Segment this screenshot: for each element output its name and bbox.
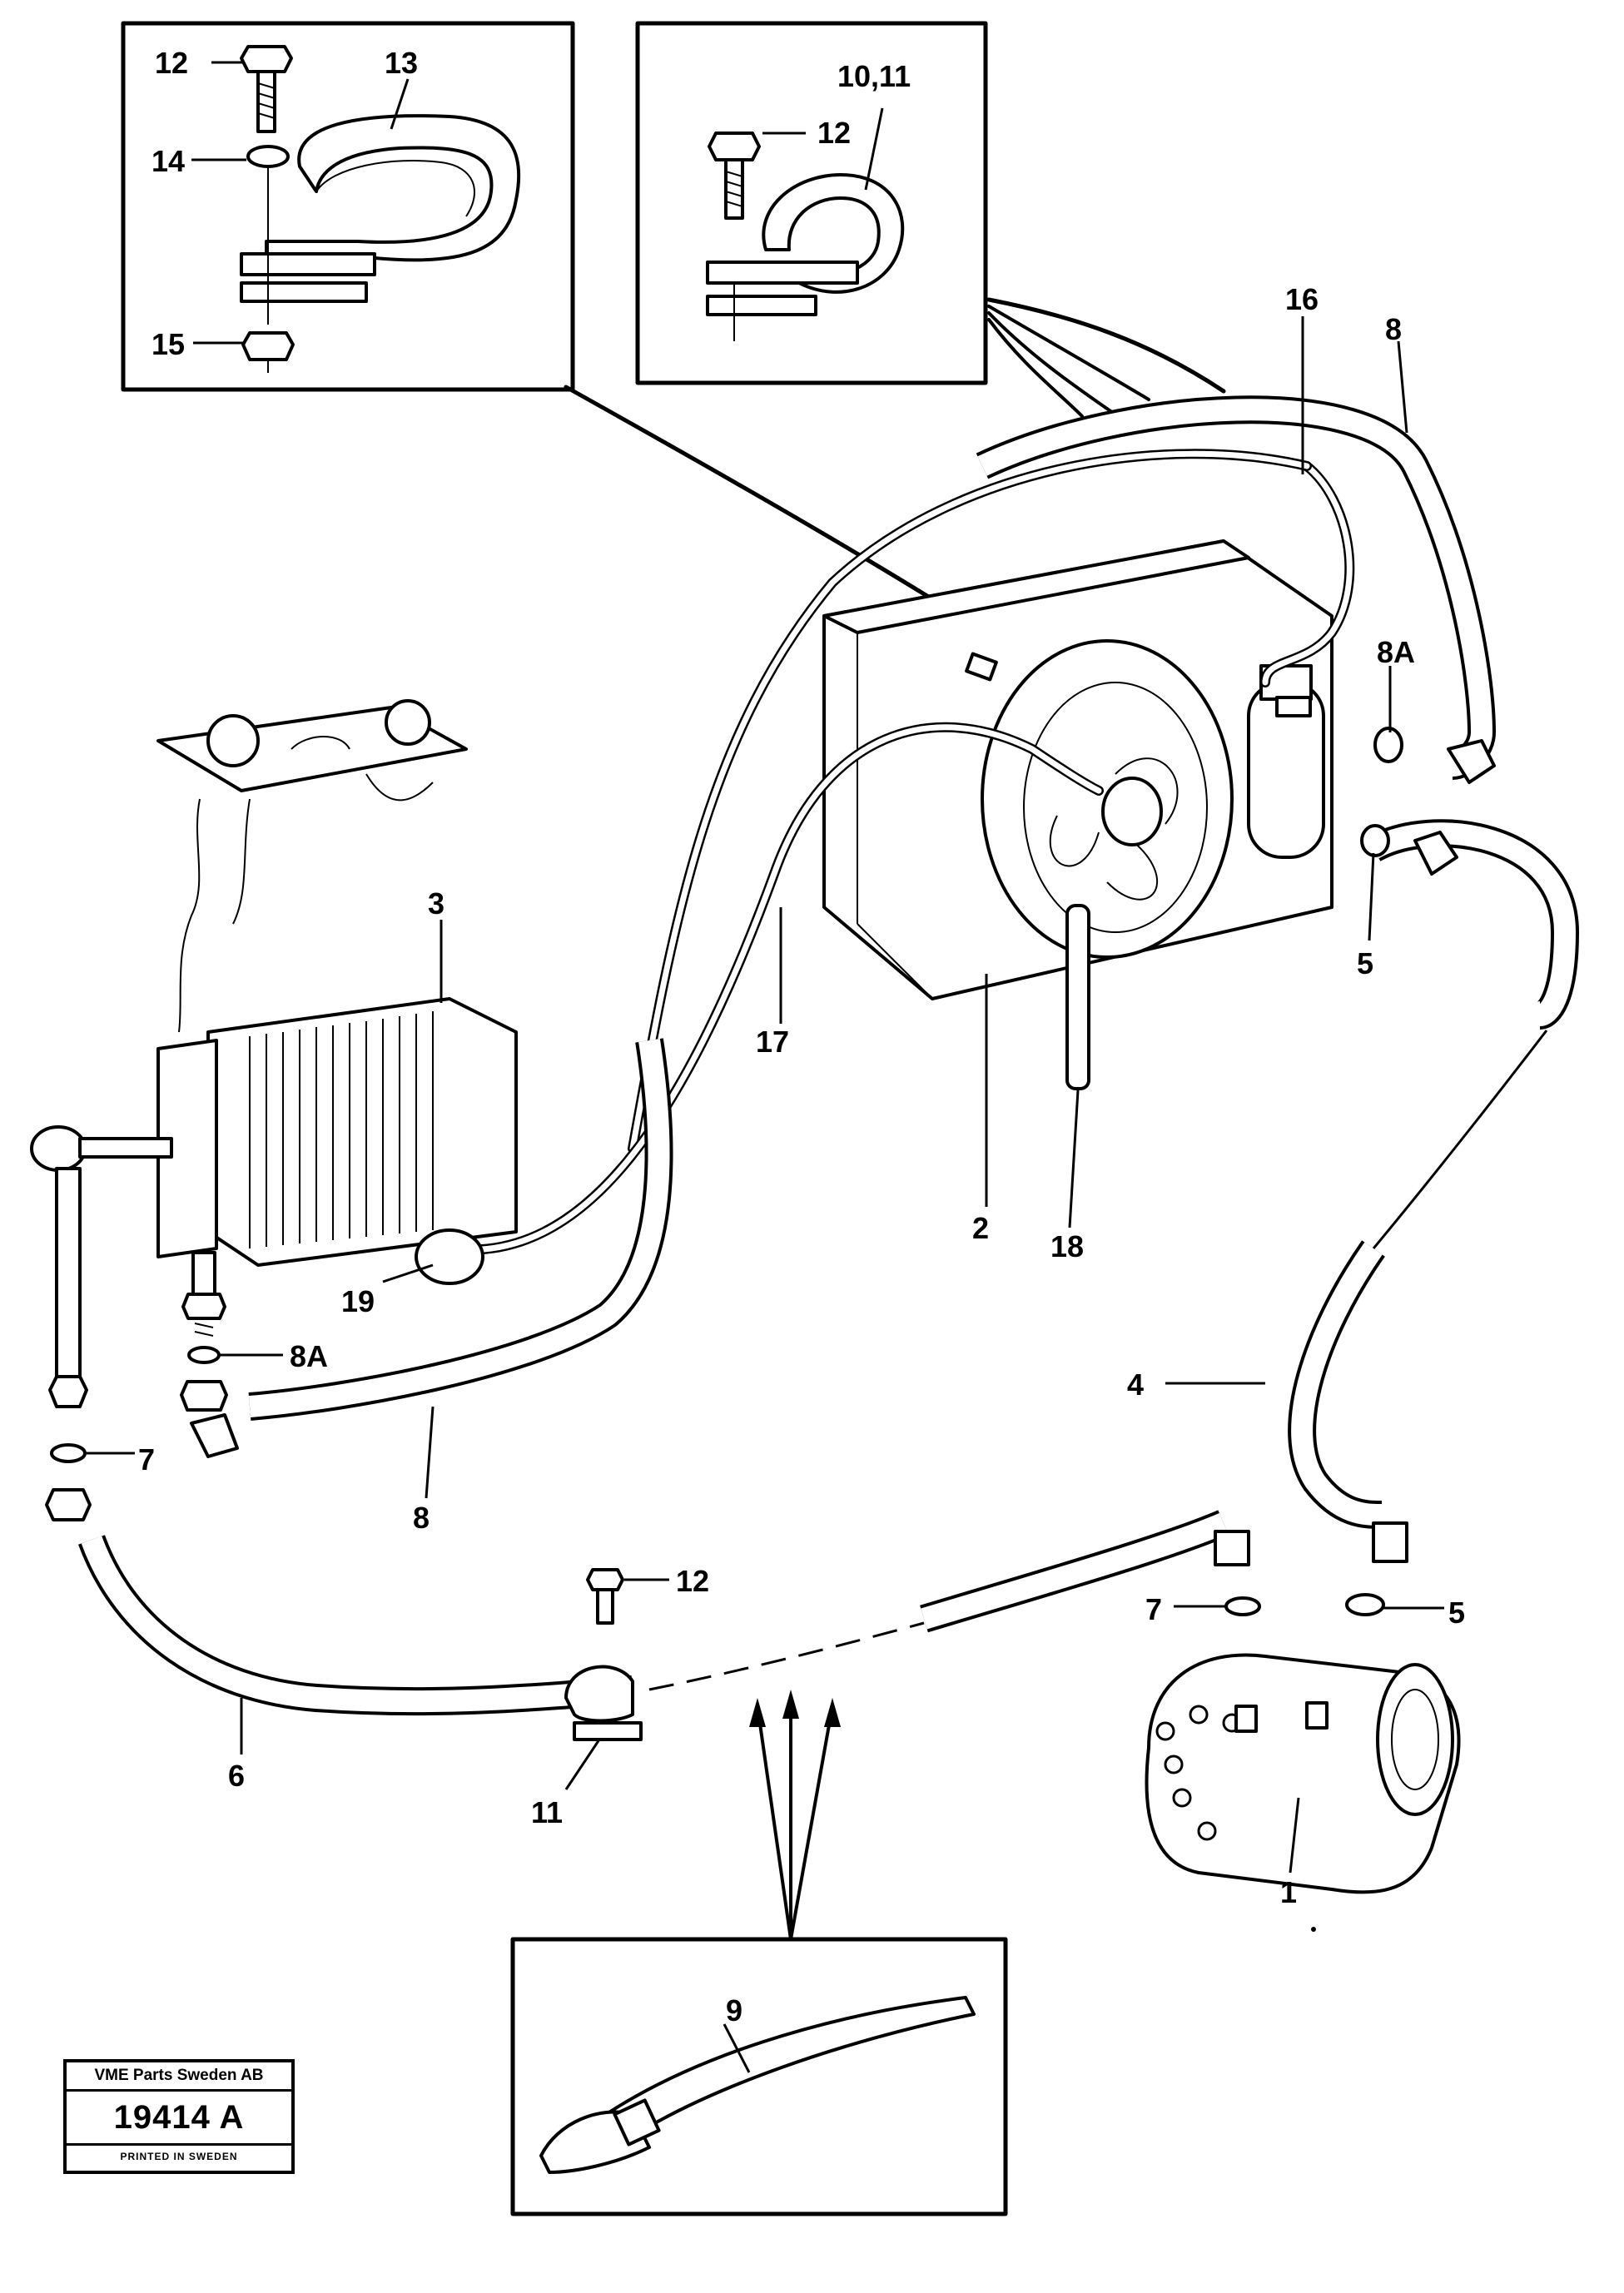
callout-5: 5 — [1448, 1596, 1465, 1630]
control-panel — [156, 699, 468, 1033]
callout-9: 9 — [726, 1993, 742, 2027]
callout-8: 8 — [1385, 312, 1402, 346]
callout-12: 12 — [676, 1564, 709, 1598]
o-ring-8a-top — [1373, 727, 1403, 763]
bracket-clamp-11 — [564, 1568, 643, 1741]
stamp-printed: PRINTED IN SWEDEN — [120, 2151, 238, 2162]
callout-6: 6 — [228, 1759, 245, 1793]
callout-2: 2 — [972, 1211, 989, 1245]
stamp-company: VME Parts Sweden AB — [67, 2062, 291, 2092]
callout-8a: 8A — [290, 1339, 328, 1373]
stamp-number: 19414 A — [67, 2092, 291, 2146]
callout-11: 11 — [531, 1795, 563, 1829]
callout-1: 1 — [1280, 1875, 1297, 1909]
reference-stamp: VME Parts Sweden AB 19414 A PRINTED IN S… — [63, 2059, 295, 2174]
callout-17: 17 — [756, 1025, 789, 1059]
callout-13: 13 — [385, 46, 418, 80]
callout-4: 4 — [1127, 1367, 1144, 1402]
callout-7: 7 — [138, 1442, 155, 1477]
inset-strap-9 — [510, 1937, 1008, 2216]
inset-clamp-10-11 — [635, 21, 988, 385]
callout-19: 19 — [341, 1284, 375, 1318]
condenser-fan-unit — [822, 539, 1333, 1090]
callout-10-11: 10,11 — [837, 59, 911, 93]
callout-8: 8 — [413, 1501, 430, 1535]
callout-18: 18 — [1050, 1229, 1084, 1263]
inset-clamp-13 — [121, 21, 575, 392]
callout-14: 14 — [151, 144, 185, 178]
callout-8a: 8A — [1377, 635, 1415, 669]
callout-12: 12 — [817, 116, 851, 150]
callout-12: 12 — [155, 46, 188, 80]
callout-15: 15 — [151, 327, 185, 361]
callout-5: 5 — [1357, 946, 1373, 980]
callout-7: 7 — [1145, 1592, 1162, 1626]
callout-16: 16 — [1285, 282, 1319, 316]
evaporator-core — [30, 997, 518, 1412]
hose-clamp-19 — [415, 1228, 484, 1285]
o-ring-5-top — [1360, 824, 1390, 857]
callout-3: 3 — [428, 886, 444, 921]
compressor — [1145, 1653, 1461, 1894]
